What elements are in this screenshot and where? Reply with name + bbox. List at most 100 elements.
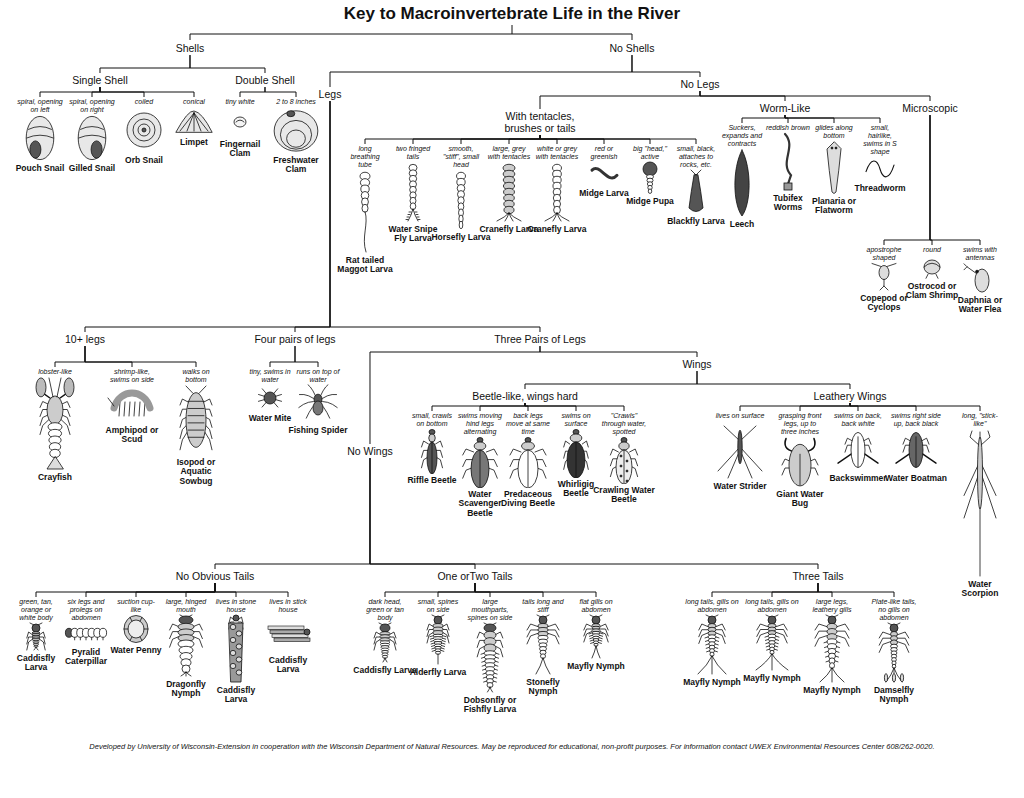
- sketch-stroke: [432, 650, 444, 651]
- sketch-stroke: [706, 644, 718, 645]
- organism-entry: small, spines on sideAlderfly Larva: [414, 598, 462, 677]
- sketch-stroke: [616, 450, 632, 484]
- organism-sketch: [745, 614, 799, 672]
- sketch-frame: [858, 156, 902, 182]
- organism-entry: grasping front legs, up to three inchesG…: [775, 412, 825, 509]
- sketch-stroke: [836, 635, 849, 646]
- sketch-stroke: [610, 449, 618, 455]
- identifying-trait: tiny white: [218, 98, 262, 106]
- sketch-stroke: [27, 135, 54, 138]
- organism-name: Caddisfly Larva: [5, 654, 67, 673]
- sketch-stroke: [557, 213, 561, 221]
- sketch-stroke: [584, 629, 593, 636]
- organism-sketch: [862, 262, 906, 292]
- sketch-stroke: [815, 624, 828, 630]
- organism-entry: flat gills on abdomenMayfly Nymph: [572, 598, 620, 671]
- organism-sketch: [519, 614, 567, 676]
- sketch-frame: [172, 106, 216, 136]
- sketch-stroke: [188, 422, 204, 423]
- key-branch: With tentacles, brushes or tails: [490, 110, 590, 134]
- sketch-stroke: [438, 654, 439, 664]
- sketch-stroke: [480, 450, 481, 487]
- sketch-stroke: [434, 616, 442, 624]
- identifying-trait: large legs, leathery gills: [805, 598, 859, 614]
- sketch-stroke: [699, 633, 709, 644]
- organism-entry: coiledOrb Snail: [121, 98, 167, 165]
- organism-sketch: [487, 161, 531, 223]
- organism-name: Caddisfly Larva: [257, 656, 319, 675]
- sketch-stroke: [900, 674, 903, 682]
- organism-sketch: [69, 114, 115, 162]
- sketch-stroke: [620, 465, 622, 467]
- key-branch-line: [540, 346, 697, 357]
- sketch-stroke: [567, 442, 585, 478]
- identifying-trait: reddish brown: [766, 124, 810, 132]
- sketch-frame: [361, 622, 409, 664]
- sketch-stroke: [825, 647, 840, 648]
- sketch-stroke: [832, 668, 844, 682]
- sketch-stroke: [539, 616, 547, 624]
- identifying-trait: smooth, "stiff", small head: [439, 145, 483, 169]
- sketch-stroke: [880, 279, 888, 290]
- organism-sketch: [766, 132, 810, 192]
- key-branch-line: [265, 87, 296, 97]
- identifying-trait: six legs and prolegs on abdomen: [63, 598, 109, 622]
- sketch-stroke: [481, 657, 498, 658]
- identifying-trait: round: [910, 246, 954, 254]
- sketch-frame: [958, 262, 1002, 294]
- sketch-stroke: [236, 631, 242, 636]
- key-branch-line: [365, 135, 540, 144]
- sketch-frame: [25, 376, 85, 471]
- identifying-trait: lives on surface: [715, 412, 765, 420]
- sketch-stroke: [99, 628, 106, 637]
- sketch-stroke: [124, 402, 125, 416]
- identifying-trait: spiral, opening on left: [17, 98, 63, 114]
- key-branch-line: [475, 583, 490, 597]
- sketch-stroke: [766, 643, 778, 644]
- sketch-stroke: [553, 213, 557, 221]
- sketch-stroke: [909, 432, 923, 467]
- organism-name: Fingernail Clam: [210, 140, 270, 159]
- sketch-stroke: [772, 654, 773, 670]
- identifying-trait: swims on surface: [553, 412, 599, 428]
- sketch-stroke: [236, 657, 242, 662]
- sketch-stroke: [884, 674, 887, 682]
- sketch-stroke: [304, 629, 310, 635]
- key-branch: Double Shell: [235, 74, 295, 86]
- organism-entry: large, grey with tentaclesCranefly Larva: [487, 145, 531, 234]
- branch-label: Three Tails: [792, 570, 843, 582]
- key-branch-line: [240, 87, 265, 97]
- organism-sketch: [343, 169, 387, 254]
- sketch-stroke: [890, 624, 898, 632]
- sketch-stroke: [543, 658, 550, 674]
- organism-entry: Plate-like tails, no gills on abdomenDam…: [867, 598, 921, 705]
- sketch-stroke: [975, 269, 989, 292]
- sketch-frame: [535, 161, 579, 223]
- key-branch-line: [432, 403, 525, 411]
- organism-name: Alderfly Larva: [406, 668, 470, 677]
- sketch-stroke: [897, 632, 909, 638]
- sketch-frame: [17, 114, 63, 162]
- sketch-stroke: [626, 470, 628, 472]
- sketch-stroke: [194, 113, 195, 131]
- key-branch-line: [330, 101, 540, 332]
- sketch-stroke: [383, 658, 385, 662]
- sketch-stroke: [484, 681, 497, 682]
- sketch-stroke: [828, 616, 836, 624]
- sketch-frame: [113, 614, 159, 644]
- sketch-stroke: [483, 673, 497, 674]
- sketch-frame: [715, 420, 765, 480]
- sketch-frame: [685, 614, 739, 676]
- sketch-stroke: [785, 134, 791, 184]
- sketch-stroke: [482, 661, 499, 662]
- sketch-stroke: [528, 450, 529, 487]
- sketch-stroke: [374, 639, 381, 650]
- sketch-stroke: [596, 646, 600, 658]
- organism-sketch: [213, 614, 259, 684]
- organism-sketch: [104, 384, 160, 424]
- sketch-stroke: [978, 437, 983, 509]
- sketch-stroke: [643, 162, 657, 176]
- organism-entry: lobster-likeCrayfish: [25, 368, 85, 482]
- sketch-stroke: [362, 204, 368, 212]
- sketch-stroke: [78, 116, 106, 159]
